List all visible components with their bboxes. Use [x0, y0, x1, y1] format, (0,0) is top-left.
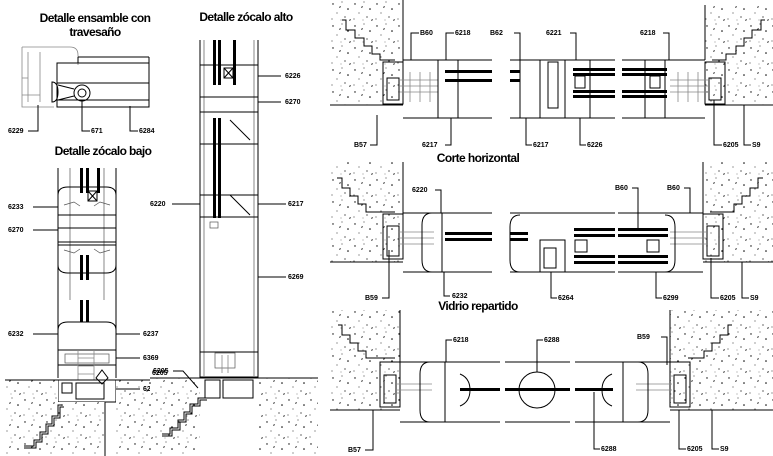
- leaders-zocalo-bajo: [33, 206, 140, 390]
- detail-zocalo-alto: Detalle zócalo alto: [150, 10, 318, 456]
- label-r3-6288b: 6288: [601, 446, 617, 453]
- frame-zocalo-alto: [199, 40, 259, 378]
- label-r3-b57: B57: [348, 447, 361, 454]
- label-6233: 6233: [8, 204, 24, 211]
- label-r1-6218b: 6218: [640, 30, 656, 37]
- profile-6229: [21, 46, 79, 108]
- floor-alto: [150, 377, 318, 456]
- label-6229: 6229: [8, 128, 24, 135]
- label-r3-6288a: 6288: [544, 337, 560, 344]
- label-r2-s9: S9: [750, 295, 759, 302]
- label-r2-6264: 6264: [558, 295, 574, 302]
- label-6269: 6269: [288, 274, 304, 281]
- label-r2-b60b: B60: [667, 185, 680, 192]
- label-r1-6217b: 6217: [533, 142, 549, 149]
- leaders-row-3: [365, 336, 719, 451]
- label-6226-alto: 6226: [285, 73, 301, 80]
- section-row-1: B60 6218 B62 6221 6218 B57 6217 6217 622…: [330, 0, 773, 165]
- label-r1-b60: B60: [420, 30, 433, 37]
- label-r1-6218a: 6218: [455, 30, 471, 37]
- leaders-row-2: [382, 187, 749, 299]
- label-6270-alto: 6270: [285, 99, 301, 106]
- leaders-ensamble: [28, 101, 138, 132]
- section-row-3: 6218 6288 B59 B57 6288 6205 S9: [330, 310, 773, 454]
- label-r3-b59: B59: [637, 334, 650, 341]
- label-r2-6220: 6220: [412, 187, 428, 194]
- label-6217-alto: 6217: [288, 201, 304, 208]
- crossbar-profile: [51, 56, 150, 108]
- title-ensamble-line2: travesaño: [69, 25, 121, 39]
- vertical-frame-bajo: [57, 168, 117, 300]
- label-671: 671: [91, 128, 103, 135]
- label-r2-6205: 6205: [720, 295, 736, 302]
- title-zocalo-bajo: Detalle zócalo bajo: [55, 144, 152, 158]
- label-6205-bajo: 6205: [152, 370, 168, 377]
- label-r1-6217a: 6217: [422, 142, 438, 149]
- label-r2-b59: B59: [365, 295, 378, 302]
- label-r1-b62: B62: [490, 30, 503, 37]
- label-6237: 6237: [143, 331, 159, 338]
- title-vidrio-repartido: Vidrio repartido: [438, 299, 518, 313]
- title-ensamble-line1: Detalle ensamble con: [40, 11, 151, 25]
- section-row-2: 6220 B60 B60 B59 6232 6264 6299 6205 S9 …: [330, 162, 773, 313]
- label-r1-s9: S9: [752, 142, 761, 149]
- detail-ensamble-travesano: Detalle ensamble con travesaño 6229 671 …: [8, 11, 155, 135]
- label-6284: 6284: [139, 128, 155, 135]
- label-6232: 6232: [8, 331, 24, 338]
- label-r3-6205: 6205: [687, 446, 703, 453]
- label-r1-6221: 6221: [546, 30, 562, 37]
- label-r1-6205: 6205: [723, 142, 739, 149]
- label-6220-alto: 6220: [150, 201, 166, 208]
- label-r1-b57: B57: [354, 142, 367, 149]
- label-6369: 6369: [143, 355, 159, 362]
- label-6270: 6270: [8, 227, 24, 234]
- leaders-zocalo-alto: [172, 75, 286, 389]
- label-r2-6299: 6299: [663, 295, 679, 302]
- label-r3-6218: 6218: [453, 337, 469, 344]
- lower-section-bajo: [57, 300, 117, 403]
- title-zocalo-alto: Detalle zócalo alto: [199, 10, 293, 24]
- label-6205-alto: 6205: [153, 368, 169, 375]
- label-r2-b60a: B60: [615, 185, 628, 192]
- leaders-row-1: [370, 32, 751, 146]
- title-corte-horizontal: Corte horizontal: [437, 151, 520, 165]
- label-r1-6226: 6226: [587, 142, 603, 149]
- label-r2-6232: 6232: [452, 293, 468, 300]
- label-r3-s9: S9: [720, 446, 729, 453]
